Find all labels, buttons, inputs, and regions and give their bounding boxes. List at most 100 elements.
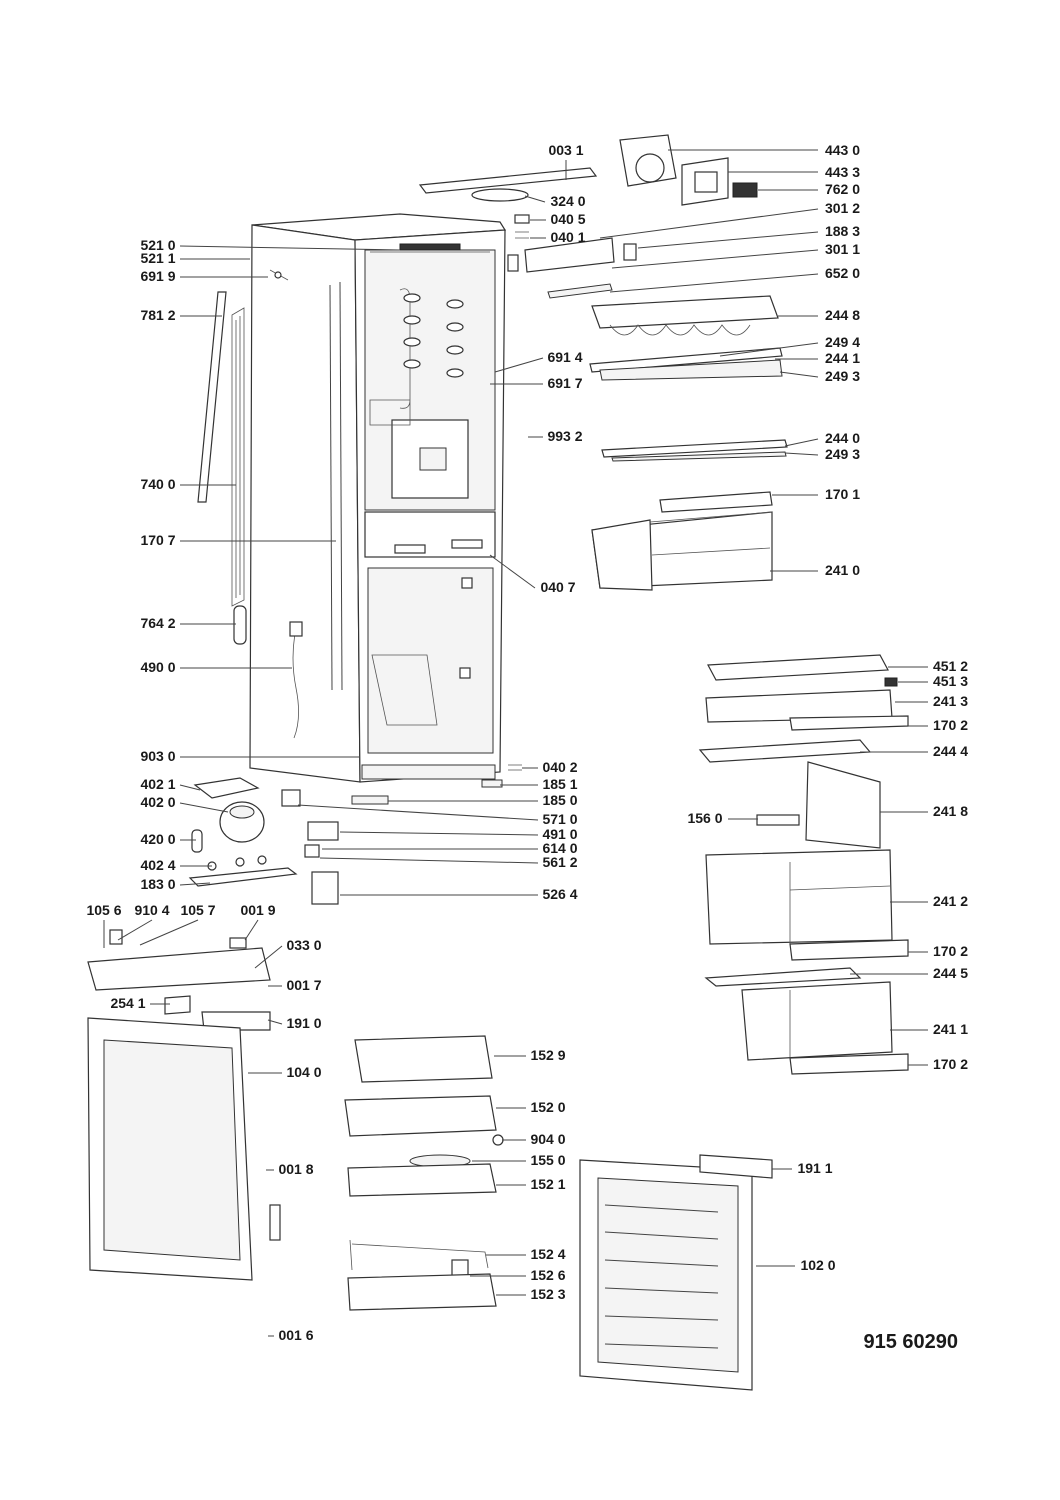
part-label-l7812: 781 2 [140,307,175,323]
part-label-l1702b: 170 2 [933,943,968,959]
leader-line-l4020 [179,802,229,813]
part-label-l4433: 443 3 [825,164,860,180]
part-label-l4513: 451 3 [933,673,968,689]
freezer-door [579,1154,773,1391]
crisper-drawer [591,491,773,591]
part-label-l6919: 691 9 [140,268,175,284]
leader-line-l6520 [609,273,819,293]
part-label-l1851: 185 1 [542,776,577,792]
door-balconies [344,1035,504,1311]
leader-line-l5612 [319,857,539,864]
part-label-l2441: 244 1 [825,350,860,366]
leader-line-l5210 [179,245,401,251]
part-label-l6520: 652 0 [825,265,860,281]
part-label-l4021: 402 1 [140,776,175,792]
part-label-l1850: 185 0 [542,792,577,808]
part-label-l1550: 155 0 [530,1152,565,1168]
fridge-shelves [589,295,788,462]
part-label-l2413: 241 3 [933,693,968,709]
part-label-l7400: 740 0 [140,476,175,492]
part-label-l2541: 254 1 [110,995,145,1011]
top-hinge-and-fridge-door [87,929,281,1281]
leader-line-l0407 [489,554,536,589]
part-label-l1057: 105 7 [180,902,215,918]
part-label-l4512: 451 2 [933,658,968,674]
leader-line-l3012 [599,208,819,239]
part-label-l1701: 170 1 [825,486,860,502]
leader-line-l9104 [117,919,153,941]
part-label-l1040: 104 0 [286,1064,321,1080]
part-label-l7620: 762 0 [825,181,860,197]
part-label-l4024: 402 4 [140,857,175,873]
part-label-l5211: 521 1 [140,250,175,266]
freezer-drawers [698,654,909,1075]
part-label-l2448: 244 8 [825,307,860,323]
leader-line-l0330 [254,945,283,969]
part-label-l1521: 152 1 [530,1176,565,1192]
leader-line-l5710 [297,804,539,821]
part-label-l0402: 040 2 [542,759,577,775]
part-label-l6140: 614 0 [542,840,577,856]
part-label-l6914: 691 4 [547,349,582,365]
leader-line-l2440 [784,438,819,447]
part-label-l2412: 241 2 [933,893,968,909]
part-label-l9040: 904 0 [530,1131,565,1147]
part-label-l0018: 001 8 [278,1161,313,1177]
part-label-l1529: 152 9 [530,1047,565,1063]
part-label-l3240: 324 0 [550,193,585,209]
part-label-l4910: 491 0 [542,826,577,842]
part-label-l0031: 003 1 [548,142,583,158]
cabinet [249,213,507,783]
part-label-l1560: 156 0 [687,810,722,826]
condenser-and-tubes [197,269,303,739]
part-label-l2444: 244 4 [933,743,968,759]
part-label-l2440: 244 0 [825,430,860,446]
part-label-l0019: 001 9 [240,902,275,918]
part-label-l5210: 521 0 [140,237,175,253]
part-label-l4020: 402 0 [140,794,175,810]
leader-line-l6914 [494,357,544,373]
part-label-l2493b: 249 3 [825,446,860,462]
leader-line-l4910 [339,831,539,836]
part-label-l1526: 152 6 [530,1267,565,1283]
shelf-supports [403,293,464,378]
part-label-l2418: 241 8 [933,803,968,819]
part-label-l7642: 764 2 [140,615,175,631]
compressor-group [188,764,522,905]
part-label-l1883: 188 3 [825,223,860,239]
part-label-l1707: 170 7 [140,532,175,548]
leader-line-l3011 [611,249,819,269]
leader-line-l2494 [719,342,819,357]
part-label-l1830: 183 0 [140,876,175,892]
leader-line-l1830 [179,882,211,886]
part-label-l1523: 152 3 [530,1286,565,1302]
part-label-l0016: 001 6 [278,1327,313,1343]
part-label-l9030: 903 0 [140,748,175,764]
part-label-l5612: 561 2 [542,854,577,870]
leader-line-l2493a [779,371,819,378]
part-label-l1702c: 170 2 [933,1056,968,1072]
leader-line-l1883 [637,231,819,249]
part-label-l2493a: 249 3 [825,368,860,384]
part-label-l3011: 301 1 [825,241,860,257]
part-label-l4900: 490 0 [140,659,175,675]
part-label-l4430: 443 0 [825,142,860,158]
part-label-l1911: 191 1 [797,1160,832,1176]
leader-line-l4021 [179,784,201,791]
part-label-l2410: 241 0 [825,562,860,578]
document-number: 915 60290 [863,1331,958,1353]
fan-and-controls [418,134,758,299]
part-label-l1520: 152 0 [530,1099,565,1115]
part-label-l1020: 102 0 [800,1257,835,1273]
part-label-l2494: 249 4 [825,334,860,350]
leader-line-l3240 [524,195,546,203]
part-label-l1910: 191 0 [286,1015,321,1031]
part-label-l0401: 040 1 [550,229,585,245]
leader-line-l0019 [244,919,259,941]
part-label-l1056: 105 6 [86,902,121,918]
part-label-l0407: 040 7 [540,579,575,595]
leader-line-l1910 [267,1019,283,1025]
part-label-l0330: 033 0 [286,937,321,953]
